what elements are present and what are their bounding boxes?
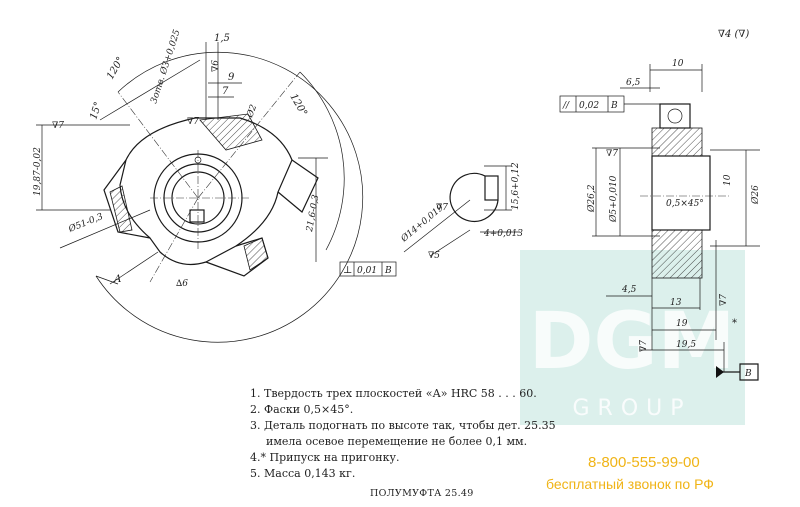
side-chamfer: 0,5×45° (666, 199, 704, 209)
side-dim-10-top: 10 (672, 59, 684, 69)
tol-perp-value: 0,01 (357, 266, 377, 276)
angle-120-right: 120° (287, 92, 309, 118)
side-dim-10: 10 (723, 174, 733, 186)
roughness-6-bottom: ∆6 (176, 279, 188, 289)
tol-par-value: 0,02 (579, 101, 599, 111)
side-roughness-7-bottom: ∇7 (639, 340, 649, 352)
drawing-title: ПОЛУМУФТА 25.49 (370, 488, 474, 499)
svg-text:GROUP: GROUP (572, 396, 691, 421)
front-view-labels: 120° 120° 15° 1,5 9 7 Ø2 ∇6 ∇7 ∇7 3отв. … (33, 28, 321, 289)
key-15-6: 15,6+0,12 (511, 162, 521, 210)
side-dim-19: 19 (676, 319, 688, 329)
note-3: 3. Деталь подогнать по высоте так, чтобы… (250, 419, 556, 432)
key-4: 4+0,013 (483, 229, 523, 239)
tol-par-base: В (610, 101, 618, 111)
tol-perp-base: В (384, 266, 392, 276)
side-base-b: В (744, 369, 752, 379)
dim-phi2: Ø2 (244, 103, 259, 120)
key-roughness-5: ∇5 (428, 251, 440, 261)
side-dim-19-5: 19,5 (676, 340, 696, 350)
note-1: 1. Твердость трех плоскостей «А» HRC 58 … (250, 387, 537, 400)
watermark-free-call: бесплатный звонок по РФ (546, 476, 714, 492)
side-dim-phi26: Ø26 (750, 185, 761, 205)
side-dim-phi26-2: Ø26,2 (586, 184, 597, 213)
key-slot-labels: Ø14+0,019 ∇7 15,6+0,12 4+0,013 ∇5 ⊥ 0,01… (343, 162, 523, 276)
dim-holes: 3отв. Ø3+0,025 (148, 28, 182, 105)
note-4: 4.* Припуск на пригонку. (250, 451, 400, 464)
side-roughness-7: ∇7 (606, 149, 618, 159)
dim-7: 7 (222, 86, 229, 97)
tol-perp-symbol: ⊥ (343, 265, 352, 276)
side-star: * (732, 318, 737, 329)
side-dim-13: 13 (670, 298, 682, 308)
angle-15: 15° (88, 101, 104, 121)
dim-9: 9 (228, 72, 235, 83)
roughness-7-hatch: ∇7 (187, 117, 199, 127)
dim-19-87: 19,87-0,02 (33, 147, 43, 196)
side-section-view (559, 64, 760, 381)
technical-notes: 1. Твердость трех плоскостей «А» HRC 58 … (250, 386, 556, 482)
dgm-watermark-logo: DGM GROUP (520, 250, 745, 425)
side-roughness-7-right: ∇7 (719, 294, 729, 306)
roughness-symbol: ∇4 (∇) (718, 29, 749, 40)
note-2: 2. Фаски 0,5×45°. (250, 403, 354, 416)
dim-1-5: 1,5 (214, 33, 230, 44)
side-dim-6-5: 6,5 (626, 78, 641, 88)
note-3-continued: имела осевое перемещение не более 0,1 мм… (266, 435, 528, 448)
side-section-labels: // 0,02 В 6,5 10 ∇7 Ø26,2 Ø5+0,010 10 Ø2… (562, 59, 761, 379)
roughness-7-left: ∇7 (52, 121, 64, 131)
roughness-6-top: ∇6 (211, 60, 221, 72)
watermark-phone: 8-800-555-99-00 (588, 454, 700, 471)
tol-par-symbol: // (562, 101, 570, 111)
front-view (36, 42, 364, 343)
side-dim-4-5: 4,5 (621, 285, 637, 295)
side-dim-phi5: Ø5+0,010 (608, 175, 619, 223)
key-roughness-7: ∇7 (436, 203, 448, 213)
note-5: 5. Масса 0,143 кг. (250, 467, 356, 480)
key-slot-view (339, 165, 520, 277)
mark-a: А (113, 274, 122, 285)
svg-text:DGM: DGM (529, 297, 735, 387)
angle-120-left: 120° (105, 55, 127, 81)
